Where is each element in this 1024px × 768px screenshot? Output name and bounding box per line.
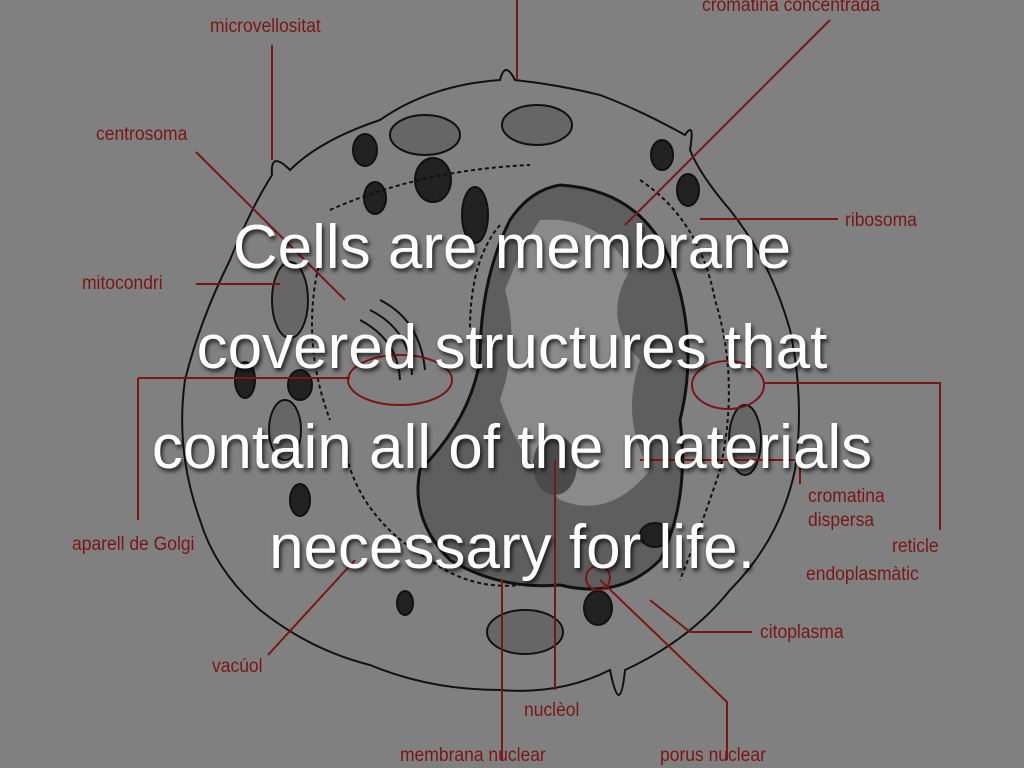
label-porus-nuclear: porus nuclear bbox=[660, 745, 766, 766]
cell-membrane bbox=[181, 69, 800, 696]
label-lines bbox=[137, 0, 941, 760]
headline-line: contain all of the materials bbox=[151, 413, 873, 482]
label-vacuol: vacúol bbox=[212, 656, 263, 677]
label-citoplasma: citoplasma bbox=[760, 622, 844, 643]
label-reticle-line2: endoplasmàtic bbox=[806, 564, 919, 585]
label-cromatina-dispersa-line2: dispersa bbox=[808, 510, 875, 531]
endoplasmic-reticulum bbox=[311, 164, 730, 587]
headline-line: Cells are membrane bbox=[232, 213, 792, 282]
label-centrosoma: centrosoma bbox=[96, 124, 188, 145]
label-cromatina-concentrada: cromatina concentrada bbox=[702, 0, 880, 16]
headline-line: covered structures that bbox=[196, 313, 828, 382]
label-ribosoma: ribosoma bbox=[845, 210, 917, 231]
label-cromatina-dispersa-line1: cromatina bbox=[808, 486, 885, 507]
label-membrana-nuclear: membrana nuclear bbox=[400, 745, 546, 766]
label-reticle-line1: reticle bbox=[892, 536, 939, 557]
golgi-apparatus bbox=[359, 299, 426, 381]
label-mitocondri: mitocondri bbox=[82, 273, 163, 294]
organelles bbox=[234, 104, 762, 655]
slide-headline: Cells are membrane covered structures th… bbox=[0, 198, 1024, 598]
label-nucleol: nuclèol bbox=[524, 700, 580, 721]
headline-line: necessary for life. bbox=[269, 513, 755, 582]
label-aparell-de-golgi: aparell de Golgi bbox=[72, 534, 195, 555]
label-microvellositat: microvellositat bbox=[210, 16, 321, 37]
